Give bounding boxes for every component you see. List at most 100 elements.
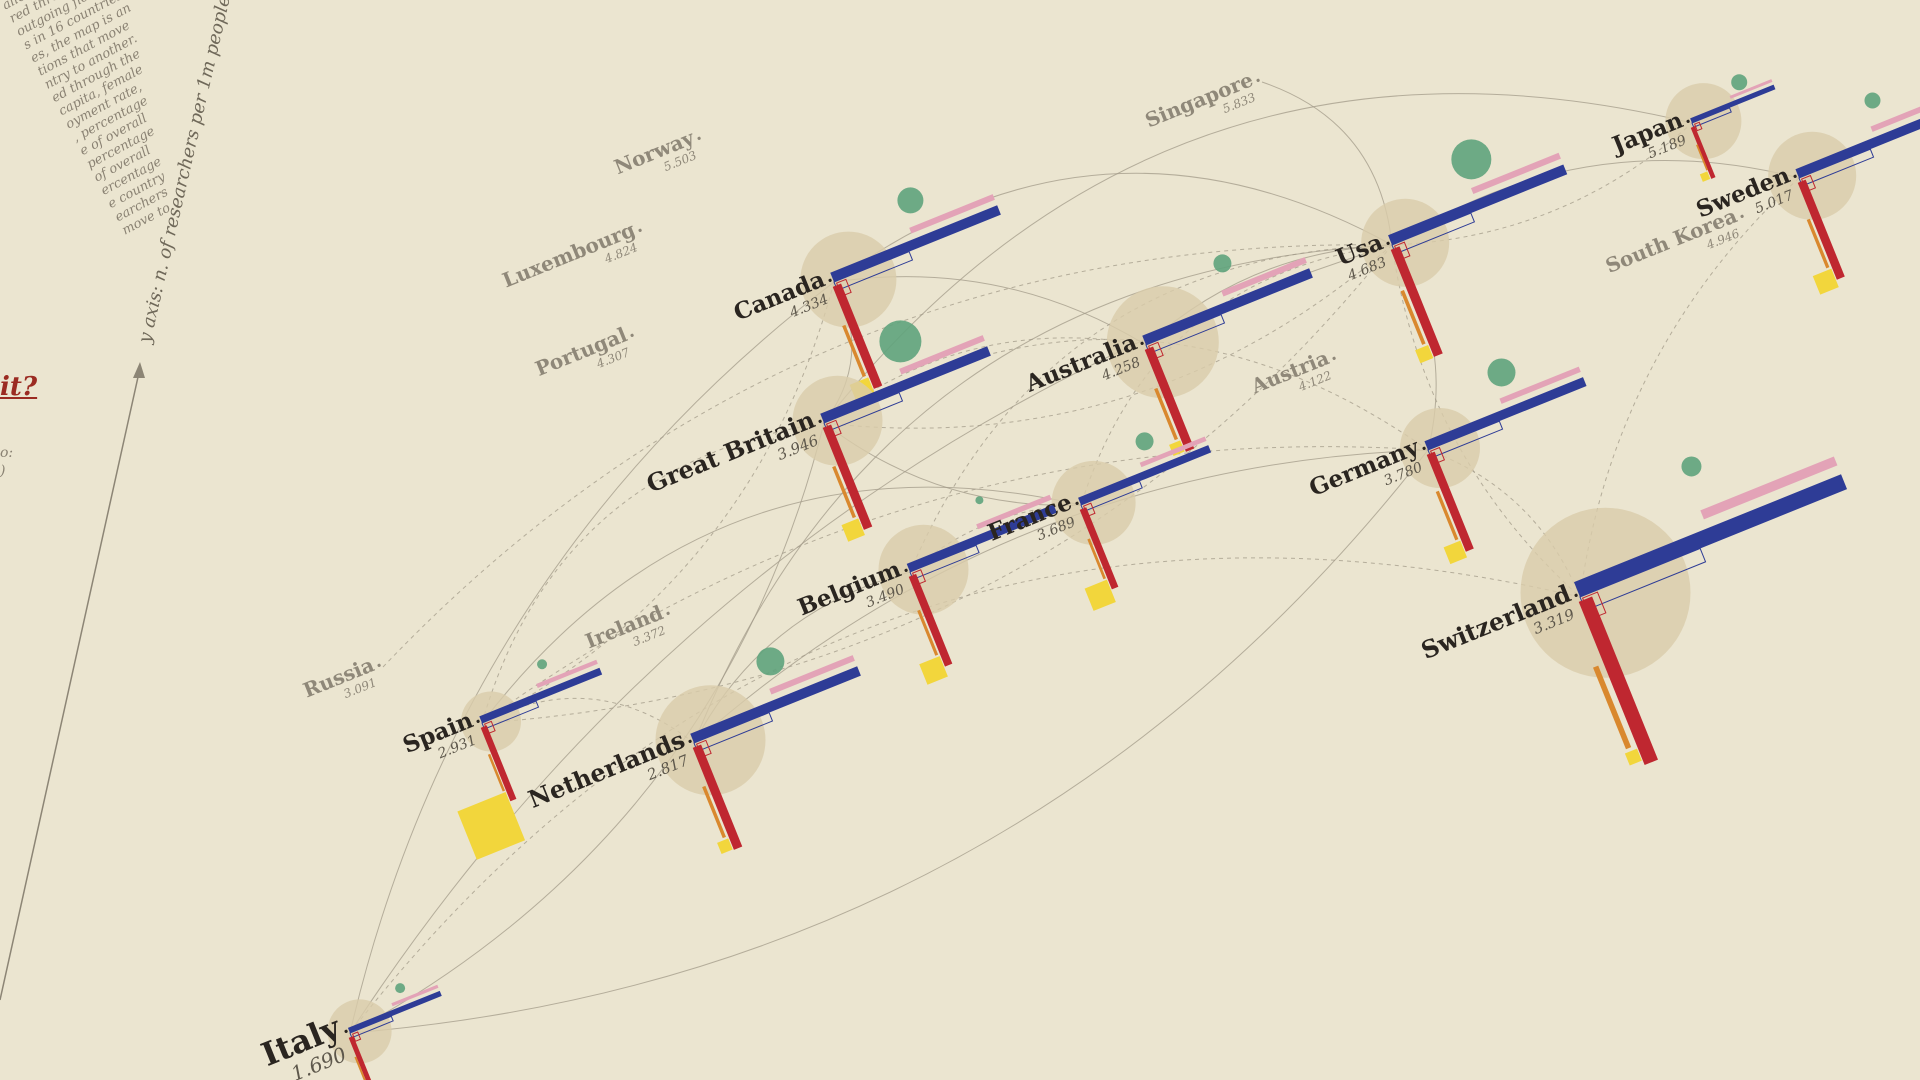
circle-green xyxy=(1681,456,1702,477)
flow-line xyxy=(1080,244,1393,506)
anchor-dot xyxy=(1686,119,1690,123)
question-note: o: xyxy=(0,445,14,461)
anchor-dot xyxy=(344,1029,348,1033)
square-yellow xyxy=(1443,540,1468,565)
population-bubble xyxy=(655,685,766,796)
circle-green xyxy=(879,320,922,363)
flow-line xyxy=(481,244,1393,724)
square-yellow xyxy=(1812,268,1839,295)
bar-orange xyxy=(1087,538,1106,580)
bar-blue xyxy=(1424,377,1587,450)
bar-orange xyxy=(842,324,866,378)
square-yellow xyxy=(919,656,948,685)
y-axis-arrow xyxy=(133,362,145,378)
bar-red xyxy=(1578,596,1658,766)
population-bubble xyxy=(1051,460,1136,545)
bar-pink xyxy=(1499,366,1581,404)
square-yellow xyxy=(457,792,526,860)
bar-blue xyxy=(1078,445,1212,505)
anchor-dot xyxy=(638,228,642,232)
bar-red xyxy=(822,424,873,530)
anchor-dot xyxy=(688,739,692,743)
bar-orange xyxy=(1400,289,1426,345)
bar-pink xyxy=(909,194,995,234)
bar-blue xyxy=(820,346,991,423)
bar-pink xyxy=(391,984,439,1007)
population-bubble xyxy=(800,231,897,328)
bar-blue xyxy=(1795,105,1920,178)
circle-green xyxy=(756,647,785,676)
bar-red xyxy=(1690,126,1716,179)
bar-blue xyxy=(347,990,442,1033)
bar-outline xyxy=(1080,480,1143,513)
bar-orange xyxy=(354,1056,368,1080)
anchor-dot xyxy=(1574,593,1578,597)
square-yellow xyxy=(1084,579,1116,611)
country-glyph xyxy=(1795,94,1920,295)
anchor-dot xyxy=(1256,78,1260,82)
flow-line xyxy=(481,697,695,744)
bar-outline xyxy=(349,1015,394,1039)
bar-pink xyxy=(1221,257,1307,297)
bar-orange xyxy=(487,753,506,792)
anchor-dot xyxy=(828,278,832,282)
bar-blue xyxy=(1388,164,1568,245)
bar-orange xyxy=(1154,387,1178,441)
flow-line xyxy=(481,422,825,724)
country-glyph xyxy=(457,659,603,860)
bar-red xyxy=(1797,179,1845,280)
y-axis-line xyxy=(0,367,141,1001)
bar-blue xyxy=(1574,474,1848,597)
square-yellow xyxy=(717,838,733,854)
bar-outline xyxy=(909,544,980,580)
bar-orange xyxy=(1696,144,1708,171)
circle-green xyxy=(395,983,406,994)
bar-pink xyxy=(1700,456,1838,520)
flow-line xyxy=(833,172,1393,283)
circle-green xyxy=(537,659,548,670)
bar-orange xyxy=(832,465,856,519)
bar-orange xyxy=(1806,218,1830,269)
anchor-dot xyxy=(1386,241,1390,245)
flow-line xyxy=(823,244,1393,429)
population-bubble xyxy=(1520,507,1691,678)
country-glyph xyxy=(1388,152,1568,364)
circle-green xyxy=(1213,254,1232,273)
bar-blue xyxy=(1690,84,1776,123)
question-link[interactable]: it? xyxy=(0,372,38,402)
circle-green xyxy=(975,496,984,505)
flow-line xyxy=(349,422,825,1034)
anchor-dot xyxy=(1140,341,1144,345)
y-axis-label: y axis: n. of researchers per 1m people … xyxy=(134,0,240,346)
bar-outline-red xyxy=(1693,121,1703,132)
question-note: ) xyxy=(0,463,6,479)
bar-orange xyxy=(1593,665,1632,750)
population-bubble xyxy=(1106,286,1219,399)
bar-orange xyxy=(702,785,726,839)
country-glyph xyxy=(1078,436,1212,611)
bar-pink xyxy=(1470,152,1561,195)
circle-green xyxy=(1864,92,1881,109)
circle-green xyxy=(1487,358,1516,387)
anchor-dot xyxy=(1740,214,1744,218)
bar-pink xyxy=(976,494,1052,530)
flow-line xyxy=(349,281,835,1034)
population-bubble xyxy=(327,999,392,1064)
flow-line xyxy=(693,449,1429,744)
bar-red xyxy=(1426,451,1474,552)
country-glyph xyxy=(347,984,442,1080)
bar-blue xyxy=(479,667,603,723)
bar-blue xyxy=(906,504,1057,572)
bar-orange xyxy=(917,609,939,656)
bar-pink xyxy=(1139,436,1207,468)
flow-line xyxy=(693,244,1393,744)
flow-line xyxy=(481,486,1082,724)
